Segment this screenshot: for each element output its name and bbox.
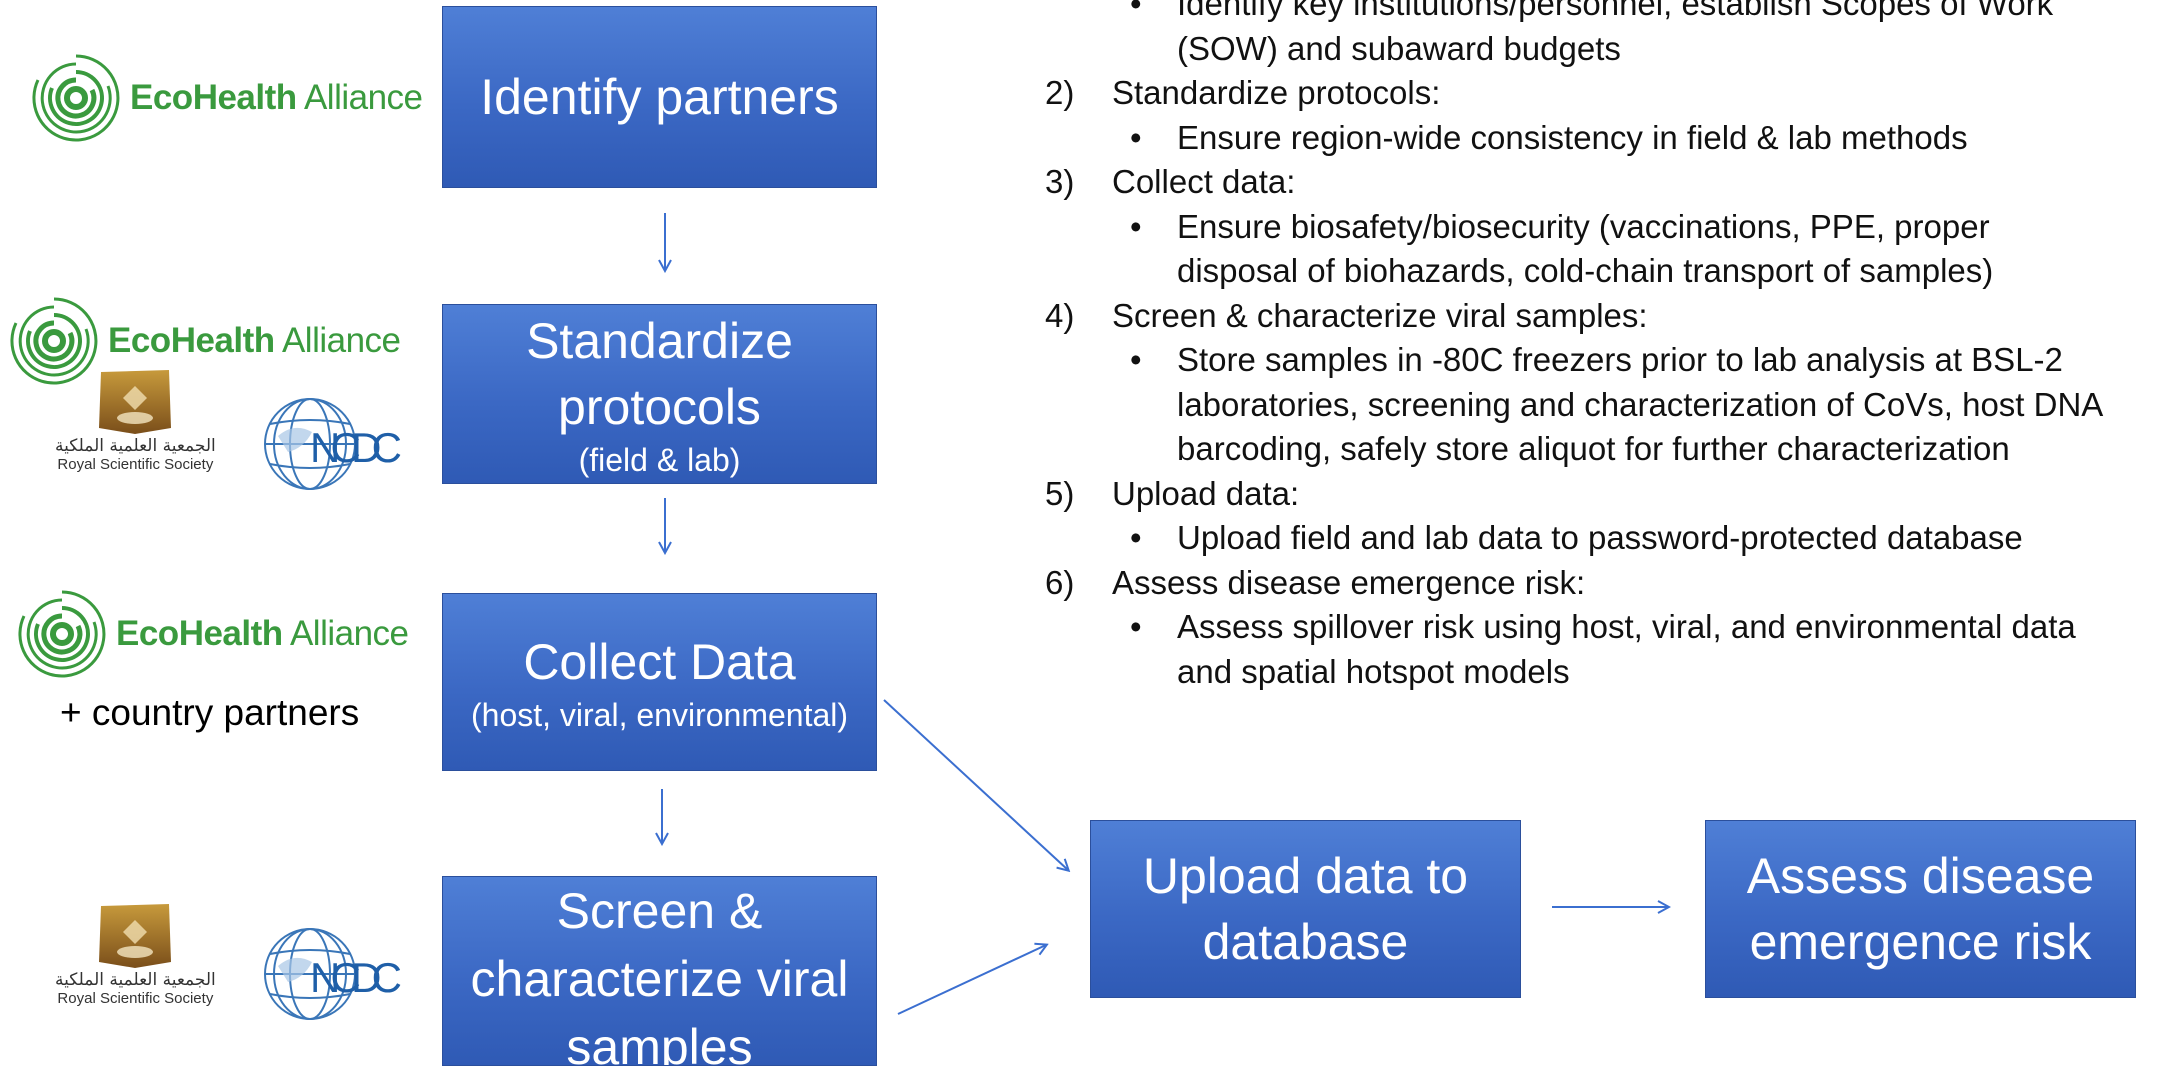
royal-scientific-society-logo: الجمعية العلمية الملكية Royal Scientific… xyxy=(55,902,216,1007)
box-assess-title-1: Assess disease xyxy=(1746,848,2095,904)
step-bullet: (SOW) and subaward budgets xyxy=(1045,27,2155,72)
ecohealth-alliance-logo: EcoHealth Alliance xyxy=(30,52,423,144)
step-bullet: •Store samples in -80C freezers prior to… xyxy=(1045,338,2155,383)
box-assess-title-2: emergence risk xyxy=(1749,914,2092,970)
box-standardize-sub: (field & lab) xyxy=(578,442,741,478)
ecohealth-word: EcoHealth xyxy=(116,614,283,653)
step-6-bullet-line-2: and spatial hotspot models xyxy=(1177,652,1570,690)
ecohealth-word: EcoHealth xyxy=(108,321,275,360)
arrow-screen-to-upload xyxy=(897,945,1046,1015)
step-bullet: and spatial hotspot models xyxy=(1045,650,2155,695)
step-3-label: Collect data: xyxy=(1112,163,1296,200)
box-screen-characterize: Screen & characterize viral samples xyxy=(442,876,877,1066)
ncdc-logo: NCDC xyxy=(264,398,402,490)
ecohealth-alliance-logo: EcoHealth Alliance xyxy=(16,588,409,680)
step-bullet: •Ensure biosafety/biosecurity (vaccinati… xyxy=(1045,205,2155,250)
step-3-bullet-line-2: disposal of biohazards, cold-chain trans… xyxy=(1177,252,1994,289)
rss-english-name: Royal Scientific Society xyxy=(57,990,214,1007)
rss-arabic-name: الجمعية العلمية الملكية xyxy=(55,436,216,456)
step-bullet: •Upload field and lab data to password-p… xyxy=(1045,516,2155,561)
box-screen-title-3: samples xyxy=(566,1019,753,1066)
step-5-bullet-line-1: Upload field and lab data to password-pr… xyxy=(1177,519,2023,556)
step-2-label: Standardize protocols: xyxy=(1112,74,1441,111)
box-standardize-title-1: Standardize xyxy=(526,313,793,369)
box-collect-data: Collect Data (host, viral, environmental… xyxy=(442,593,877,771)
step-bullet: disposal of biohazards, cold-chain trans… xyxy=(1045,249,2155,294)
step-6-bullet-line-1: Assess spillover risk using host, viral,… xyxy=(1177,608,2076,645)
rss-arabic-name: الجمعية العلمية الملكية xyxy=(55,970,216,990)
ecohealth-ring-icon xyxy=(10,297,98,385)
box-upload-title-1: Upload data to xyxy=(1142,848,1469,904)
box-standardize-title-2: protocols xyxy=(558,379,761,435)
step-4-number: 4) xyxy=(1045,296,1075,334)
step-6-label: Assess disease emergence risk: xyxy=(1112,563,1586,601)
ecohealth-alliance-logo: EcoHealth Alliance xyxy=(8,295,401,387)
step-4-bullet-line-1: Store samples in -80C freezers prior to … xyxy=(1177,341,2063,378)
alliance-word: Alliance xyxy=(282,614,409,653)
royal-scientific-society-logo: الجمعية العلمية الملكية Royal Scientific… xyxy=(55,368,216,473)
step-bullet: •Identify key institutions/personnel, es… xyxy=(1045,0,2155,27)
box-collect-sub: (host, viral, environmental) xyxy=(470,697,849,733)
step-3-bullet-line-1: Ensure biosafety/biosecurity (vaccinatio… xyxy=(1177,207,1990,245)
step-item: 5) Upload data: xyxy=(1045,472,2155,517)
box-standardize-protocols: Standardize protocols (field & lab) xyxy=(442,304,877,484)
step-bullet: •Assess spillover risk using host, viral… xyxy=(1045,605,2155,650)
steps-list: •Identify key institutions/personnel, es… xyxy=(1045,0,2155,694)
step-2-bullet-line-1: Ensure region-wide consistency in field … xyxy=(1177,118,1968,156)
step-1-bullet-line-2: (SOW) and subaward budgets xyxy=(1177,29,1621,67)
step-item: 4) Screen & characterize viral samples: xyxy=(1045,294,2155,339)
box-assess-risk: Assess disease emergence risk xyxy=(1705,820,2136,998)
step-5-number: 5) xyxy=(1045,474,1075,512)
step-4-label: Screen & characterize viral samples: xyxy=(1112,296,1648,334)
step-bullet: barcoding, safely store aliquot for furt… xyxy=(1045,427,2155,472)
step-item: 2) Standardize protocols: xyxy=(1045,71,2155,116)
ecohealth-ring-icon xyxy=(32,54,120,142)
step-bullet: laboratories, screening and characteriza… xyxy=(1045,383,2155,428)
box-collect-title: Collect Data xyxy=(523,634,796,690)
ncdc-logo: NCDC xyxy=(264,928,402,1020)
step-6-number: 6) xyxy=(1045,563,1075,601)
box-identify-title: Identify partners xyxy=(480,69,839,125)
step-bullet: •Ensure region-wide consistency in field… xyxy=(1045,116,2155,161)
rss-emblem-icon xyxy=(99,904,172,968)
step-3-number: 3) xyxy=(1045,163,1075,200)
box-upload-data: Upload data to database xyxy=(1090,820,1521,998)
arrow-collect-to-upload xyxy=(883,699,1068,870)
step-4-bullet-line-2: laboratories, screening and characteriza… xyxy=(1177,385,2104,423)
box-screen-title-2: characterize viral xyxy=(470,951,849,1007)
country-partners-label: + country partners xyxy=(60,692,360,733)
step-2-number: 2) xyxy=(1045,74,1075,111)
step-item: 6) Assess disease emergence risk: xyxy=(1045,561,2155,606)
step-1-bullet-line-1: Identify key institutions/personnel, est… xyxy=(1177,0,2054,22)
alliance-word: Alliance xyxy=(274,321,401,360)
ncdc-text: NCDC xyxy=(310,424,402,471)
ecohealth-ring-icon xyxy=(18,590,106,678)
step-4-bullet-line-3: barcoding, safely store aliquot for furt… xyxy=(1177,430,2010,467)
rss-emblem-icon xyxy=(99,370,172,434)
ecohealth-word: EcoHealth xyxy=(130,78,297,117)
alliance-word: Alliance xyxy=(296,78,423,117)
ncdc-text: NCDC xyxy=(310,954,402,1001)
box-upload-title-2: database xyxy=(1202,914,1409,970)
step-5-label: Upload data: xyxy=(1112,474,1300,512)
box-screen-title-1: Screen & xyxy=(556,883,763,939)
rss-english-name: Royal Scientific Society xyxy=(57,456,214,473)
box-identify-partners: Identify partners xyxy=(442,6,877,188)
step-item: 3) Collect data: xyxy=(1045,160,2155,205)
